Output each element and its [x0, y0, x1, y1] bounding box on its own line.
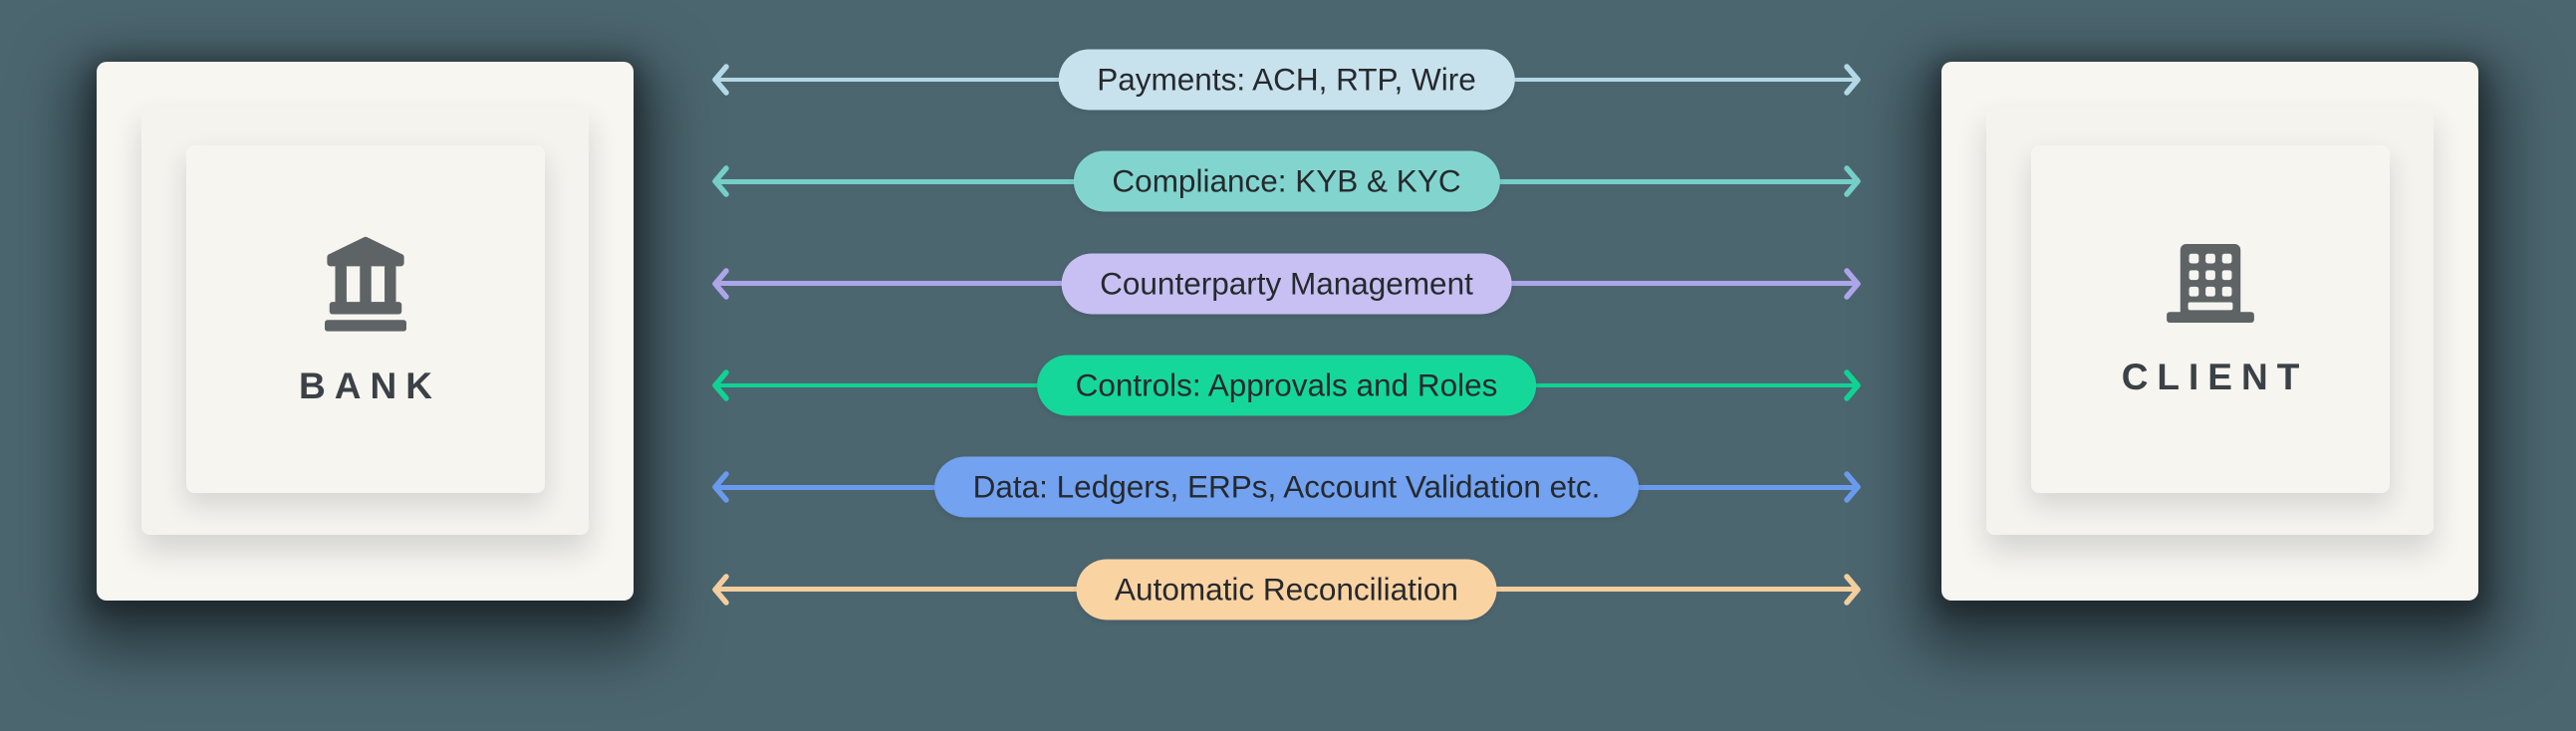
- arrowhead-right-icon: [1844, 165, 1861, 198]
- arrowhead-left-icon: [712, 64, 729, 96]
- office-building-icon: [2167, 244, 2254, 323]
- arrowhead-right-icon: [1844, 573, 1861, 606]
- connection-pill: Payments: ACH, RTP, Wire: [1058, 49, 1515, 111]
- arrowhead-left-icon: [712, 471, 729, 504]
- client-label: CLIENT: [2121, 357, 2309, 397]
- arrowhead-right-icon: [1844, 471, 1861, 504]
- arrowhead-left-icon: [712, 165, 729, 198]
- arrowhead-right-icon: [1844, 267, 1861, 300]
- bank-card-inner: BANK: [186, 145, 545, 493]
- connection-pill: Counterparty Management: [1061, 253, 1512, 315]
- arrowhead-left-icon: [712, 267, 729, 300]
- arrowhead-left-icon: [712, 573, 729, 606]
- connection-row: Automatic Reconciliation: [710, 538, 1863, 639]
- connection-pill: Controls: Approvals and Roles: [1036, 355, 1537, 416]
- client-card-inner: CLIENT: [2031, 145, 2390, 493]
- connection-row: Counterparty Management: [710, 233, 1863, 335]
- connection-row: Controls: Approvals and Roles: [710, 335, 1863, 436]
- client-card-group: CLIENT: [1941, 62, 2478, 601]
- arrowhead-right-icon: [1844, 64, 1861, 96]
- connection-pill: Data: Ledgers, ERPs, Account Validation …: [933, 456, 1640, 518]
- connection-row: Data: Ledgers, ERPs, Account Validation …: [710, 436, 1863, 538]
- connections-area: Payments: ACH, RTP, Wire Compliance: KYB…: [710, 29, 1863, 640]
- connection-row: Compliance: KYB & KYC: [710, 130, 1863, 232]
- bank-card-group: BANK: [97, 62, 634, 601]
- bank-label: BANK: [299, 365, 441, 406]
- connection-pill: Automatic Reconciliation: [1076, 559, 1497, 620]
- bank-building-icon: [325, 236, 406, 332]
- arrowhead-right-icon: [1844, 369, 1861, 401]
- arrowhead-left-icon: [712, 369, 729, 401]
- connection-row: Payments: ACH, RTP, Wire: [710, 29, 1863, 130]
- connection-pill: Compliance: KYB & KYC: [1073, 150, 1500, 212]
